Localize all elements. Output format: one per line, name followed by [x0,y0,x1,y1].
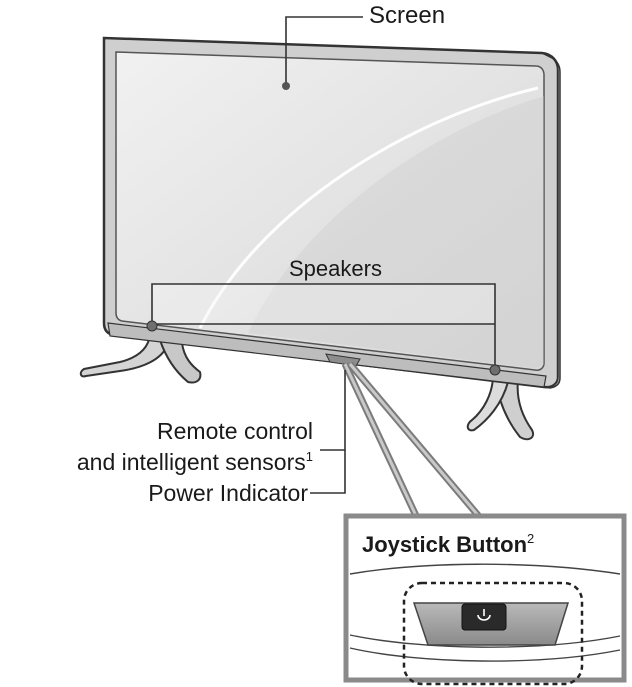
speakers-bracket [151,283,496,368]
speaker-dot-right [489,364,501,376]
joystick-highlight [402,581,584,686]
remote-control-label: Remote control [157,418,313,444]
joystick-callout-title: Joystick Button2 [362,531,534,557]
joystick-callout: Joystick Button2 [343,513,627,686]
screen-leader-dot [282,82,290,90]
power-indicator-label: Power Indicator [148,480,308,506]
right-stand [466,373,534,441]
speakers-label: Speakers [289,256,382,281]
power-icon [477,609,491,621]
speaker-dot-left [146,320,158,332]
left-stand [79,333,202,384]
tv-set [79,16,561,441]
screen-glare [198,86,539,329]
sensor-leader-lines [310,370,346,494]
screen-leader-line [285,16,363,84]
screen-label: Screen [369,2,445,29]
intelligent-sensors-label: and intelligent sensors1 [77,449,313,475]
joystick-button [461,603,507,631]
callout-funnel [341,361,485,523]
